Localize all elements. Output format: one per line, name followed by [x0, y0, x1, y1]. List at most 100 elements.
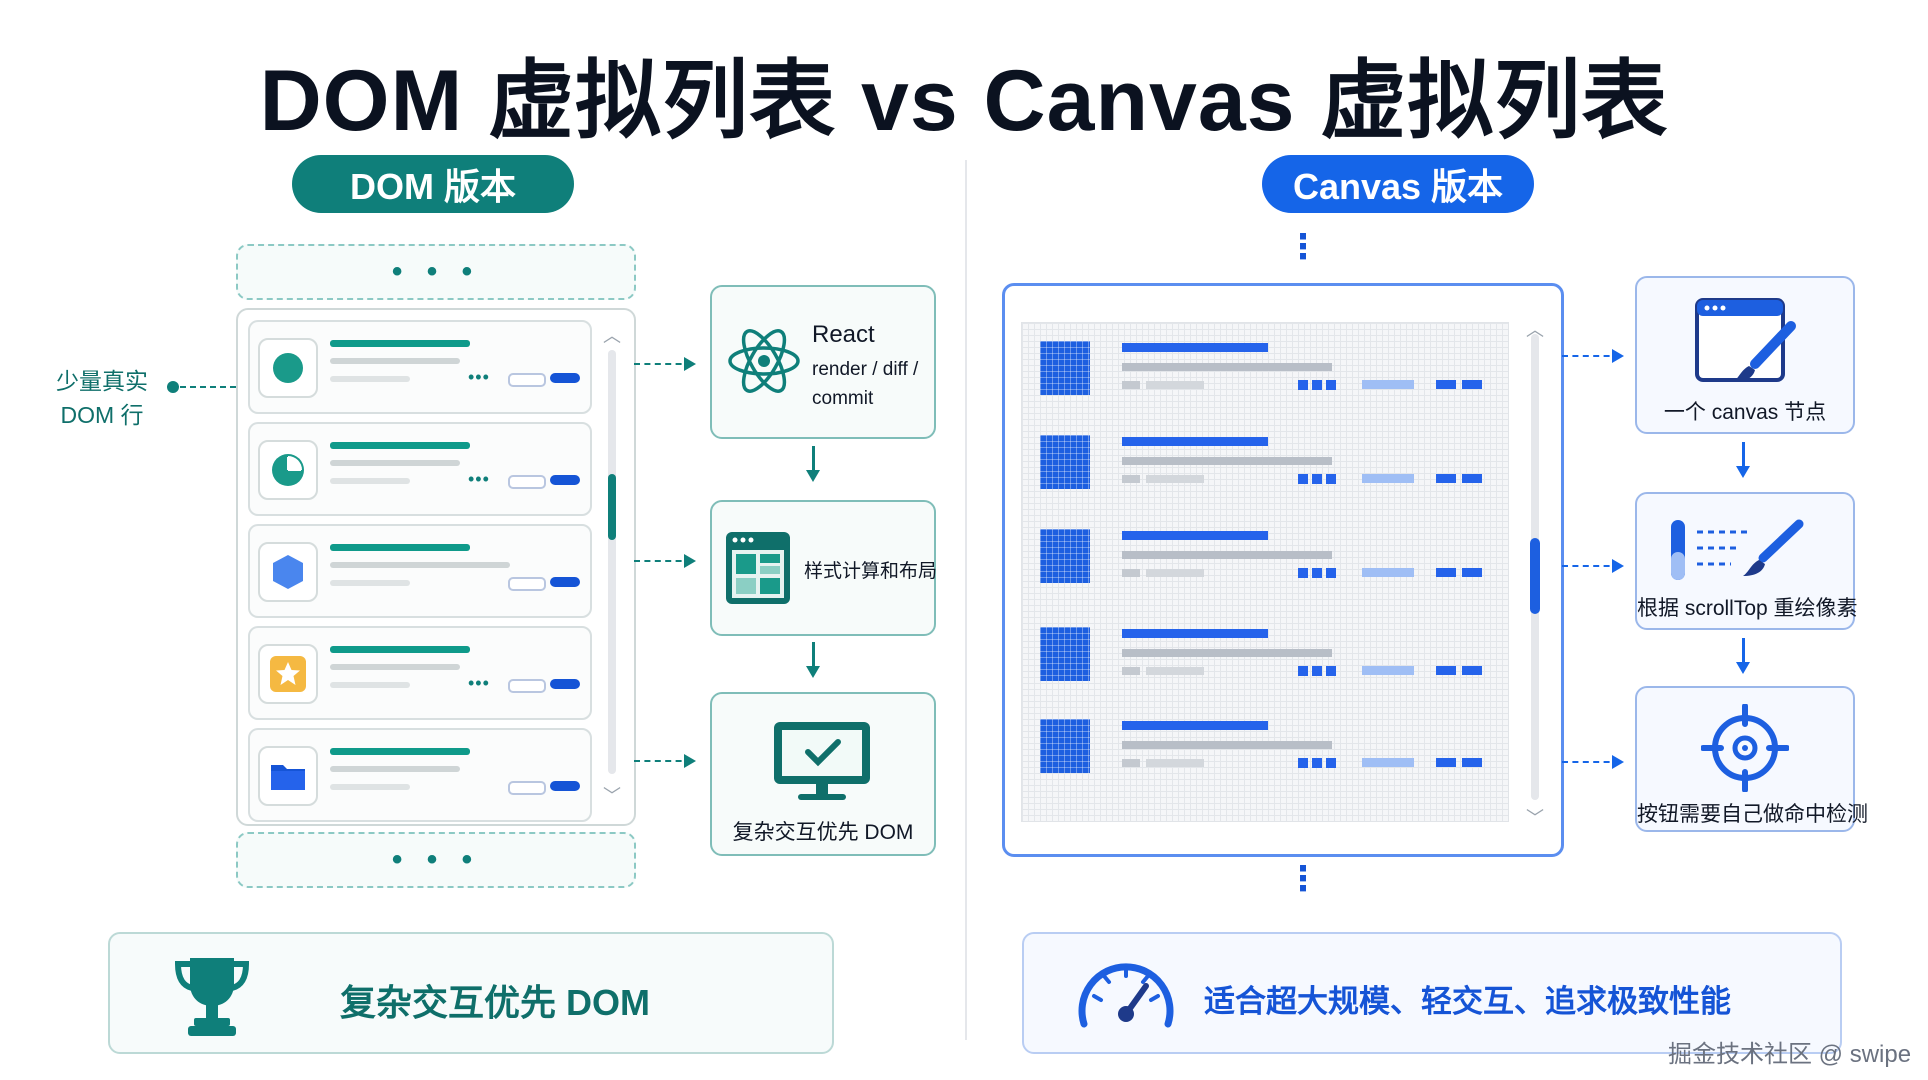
react-title: React: [812, 321, 875, 348]
center-divider: [965, 160, 967, 1040]
canvas-button-primary: [1436, 568, 1456, 577]
circle-icon: [258, 338, 318, 398]
canvas-dot: [1298, 568, 1308, 578]
page-title: DOM 虚拟列表 vs Canvas 虚拟列表: [259, 53, 1669, 149]
more-dots-icon[interactable]: •••: [468, 469, 490, 489]
list-item: •••: [248, 320, 592, 414]
dom-list-frame: ••• ••• •••: [236, 308, 636, 826]
react-render-step: React render / diff / commit: [710, 285, 936, 439]
chevron-down-icon[interactable]: ﹀: [603, 786, 621, 806]
canvas-dot: [1312, 758, 1322, 768]
row-secondary-button[interactable]: [508, 679, 546, 693]
hittest-step: 按钮需要自己做命中检测: [1635, 686, 1868, 832]
canvas-row-thumb: [1040, 435, 1090, 489]
row-text-bar: [330, 664, 460, 670]
row-title-bar: [330, 442, 470, 449]
canvas-dot: [1326, 758, 1336, 768]
canvas-row-title: [1122, 531, 1268, 540]
row-text-bar: [330, 358, 460, 364]
canvas-row-thumb: [1040, 719, 1090, 773]
arrow-down: [806, 642, 820, 678]
canvas-button-primary: [1436, 758, 1456, 767]
canvas-button-primary: [1462, 568, 1482, 577]
react-sub-line1: render / diff /: [812, 359, 919, 380]
style-layout-step: 样式计算和布局: [710, 500, 937, 636]
chevron-up-icon[interactable]: ︿: [1526, 320, 1544, 340]
complex-interaction-step: 复杂交互优先 DOM: [710, 692, 936, 856]
arrow-to-react: [634, 357, 696, 371]
row-primary-button[interactable]: [550, 781, 580, 791]
canvas-dot: [1312, 568, 1322, 578]
row-text-bar: [330, 766, 460, 772]
row-primary-button[interactable]: [550, 679, 580, 689]
row-primary-button[interactable]: [550, 475, 580, 485]
canvas-row-title: [1122, 721, 1268, 730]
canvas-row-text: [1146, 667, 1204, 675]
list-item: •••: [248, 626, 592, 720]
canvas-summary-banner: 适合超大规模、轻交互、追求极致性能: [1022, 932, 1842, 1054]
complex-interaction-label: 复杂交互优先 DOM: [732, 821, 914, 844]
canvas-row-text: [1122, 457, 1332, 465]
canvas-dot: [1312, 380, 1322, 390]
more-dots-icon[interactable]: •••: [468, 367, 490, 387]
canvas-dot: [1326, 380, 1336, 390]
row-title-bar: [330, 748, 470, 755]
watermark: 掘金技术社区 @ swipe: [1668, 1041, 1912, 1068]
canvas-row-text: [1122, 741, 1332, 749]
row-text-bar: [330, 562, 510, 568]
row-text-bar: [330, 376, 410, 382]
list-item: [248, 524, 592, 618]
scrollbar-thumb[interactable]: [608, 474, 616, 540]
speedometer-icon: [1074, 954, 1178, 1039]
row-title-bar: [330, 646, 470, 653]
canvas-row-text: [1122, 649, 1332, 657]
canvas-dot: [1312, 666, 1322, 676]
dom-summary-banner: 复杂交互优先 DOM: [108, 932, 834, 1054]
canvas-button-primary: [1462, 380, 1482, 389]
row-secondary-button[interactable]: [508, 781, 546, 795]
react-subtitle: render / diff / commit: [812, 355, 932, 413]
row-secondary-button[interactable]: [508, 577, 546, 591]
canvas-row-text: [1122, 667, 1140, 675]
callout-line-2: DOM 行: [60, 402, 144, 428]
canvas-row-text: [1122, 759, 1140, 767]
canvas-button-secondary: [1362, 380, 1414, 389]
row-title-bar: [330, 544, 470, 551]
canvas-button-secondary: [1362, 568, 1414, 577]
row-primary-button[interactable]: [550, 373, 580, 383]
row-text-bar: [330, 478, 410, 484]
arrow-to-interaction: [634, 754, 696, 768]
canvas-dot: [1326, 474, 1336, 484]
canvas-row-title: [1122, 343, 1268, 352]
canvas-scrollbar-thumb[interactable]: [1530, 538, 1540, 614]
row-secondary-button[interactable]: [508, 373, 546, 387]
repaint-label: 根据 scrollTop 重绘像素: [1637, 597, 1858, 620]
chevron-up-icon[interactable]: ︿: [603, 326, 621, 346]
canvas-row-text: [1122, 363, 1332, 371]
canvas-row-title: [1122, 629, 1268, 638]
canvas-row-title: [1122, 437, 1268, 446]
dom-version-pill: DOM 版本: [292, 155, 574, 213]
canvas-button-primary: [1436, 666, 1456, 675]
canvas-row-text: [1146, 381, 1204, 389]
row-secondary-button[interactable]: [508, 475, 546, 489]
crosshair-icon: [1700, 703, 1790, 797]
canvas-row-text: [1122, 475, 1140, 483]
virtual-placeholder-bottom: • • •: [236, 832, 636, 888]
callout-connector: [180, 386, 236, 388]
canvas-dot: [1326, 666, 1336, 676]
arrow-down: [1736, 442, 1750, 478]
scroll-brush-icon: [1667, 518, 1807, 589]
canvas-summary-text: 适合超大规模、轻交互、追求极致性能: [1204, 984, 1731, 1019]
ellipsis-top: • • •: [391, 255, 481, 288]
canvas-row-text: [1146, 475, 1204, 483]
canvas-row-thumb: [1040, 529, 1090, 583]
canvas-button-secondary: [1362, 758, 1414, 767]
more-dots-icon[interactable]: •••: [468, 673, 490, 693]
row-primary-button[interactable]: [550, 577, 580, 587]
real-dom-rows-callout: 少量真实 DOM 行: [42, 364, 162, 432]
chevron-down-icon[interactable]: ﹀: [1526, 808, 1544, 828]
canvas-dot: [1298, 474, 1308, 484]
scrollbar-track[interactable]: [608, 350, 616, 774]
repaint-step: 根据 scrollTop 重绘像素: [1635, 492, 1858, 630]
